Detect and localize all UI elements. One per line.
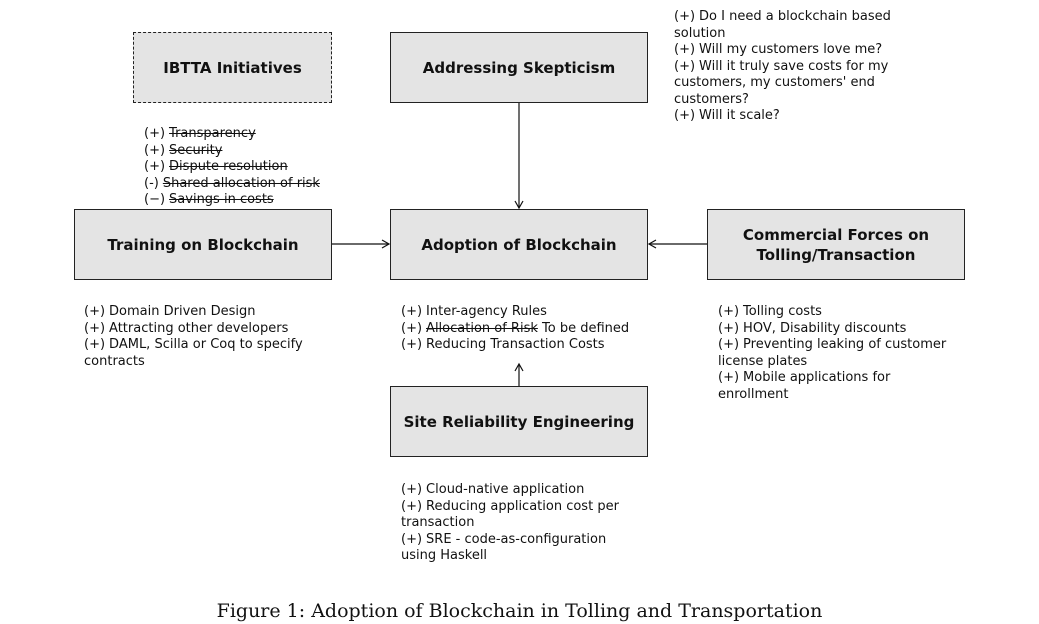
list-item: (+)Allocation of Risk To be defined <box>401 320 630 336</box>
ibtta-initiatives-box: IBTTA Initiatives <box>133 32 332 103</box>
list-item: (−)Savings in costs <box>144 192 274 207</box>
site-reliability-engineering-box: Site Reliability Engineering <box>390 386 648 457</box>
list-item: (+)Mobile applications for enrollment <box>718 370 891 402</box>
ibtta-notes: (+)Transparency (+)Security (+)Dispute r… <box>144 126 344 209</box>
list-item: (+)Inter-agency Rules <box>401 304 547 319</box>
list-item: (+)Security <box>144 142 223 158</box>
list-item: (-)Shared allocation of risk <box>144 175 320 191</box>
list-item: (+)Preventing leaking of customer licens… <box>718 337 947 369</box>
ibtta-initiatives-label: IBTTA Initiatives <box>163 58 302 77</box>
training-notes: (+)Domain Driven Design (+)Attracting ot… <box>84 304 324 370</box>
commercial-forces-label-line1: Commercial Forces on <box>742 225 930 244</box>
list-item: (+)Dispute resolution <box>144 159 288 174</box>
site-reliability-engineering-label: Site Reliability Engineering <box>403 412 635 431</box>
list-item: (+)Cloud-native application <box>401 482 585 497</box>
adoption-notes: (+)Inter-agency Rules (+)Allocation of R… <box>401 304 646 354</box>
addressing-skepticism-label: Addressing Skepticism <box>422 58 616 77</box>
list-item: (+)Transparency <box>144 126 256 141</box>
list-item: (+)Will it scale? <box>674 108 780 123</box>
figure-caption: Figure 1: Adoption of Blockchain in Toll… <box>216 600 823 622</box>
list-item: (+)Attracting other developers <box>84 320 289 336</box>
addressing-skepticism-box: Addressing Skepticism <box>390 32 648 103</box>
training-on-blockchain-box: Training on Blockchain <box>74 209 332 280</box>
training-on-blockchain-label: Training on Blockchain <box>107 235 299 254</box>
list-item: (+)Reducing application cost per transac… <box>401 498 619 531</box>
list-item: (+)Will my customers love me? <box>674 42 883 57</box>
list-item: (+)Will it truly save costs for my custo… <box>674 58 889 107</box>
sre-notes: (+)Cloud-native application (+)Reducing … <box>401 482 633 565</box>
list-item: (+)HOV, Disability discounts <box>718 320 907 336</box>
commercial-forces-box: Commercial Forces on Tolling/Transaction <box>707 209 965 280</box>
commercial-forces-label-line2: Tolling/Transaction <box>756 245 916 264</box>
list-item: (+)Domain Driven Design <box>84 304 256 319</box>
adoption-of-blockchain-label: Adoption of Blockchain <box>421 235 617 254</box>
list-item: (+)Do I need a blockchain based solution <box>674 9 891 41</box>
list-item: (+)Tolling costs <box>718 304 822 319</box>
list-item: (+)SRE - code-as-configuration using Has… <box>401 531 607 564</box>
list-item: (+)Reducing Transaction Costs <box>401 337 605 352</box>
commercial-notes: (+)Tolling costs (+)HOV, Disability disc… <box>718 304 956 403</box>
adoption-of-blockchain-box: Adoption of Blockchain <box>390 209 648 280</box>
skepticism-notes: (+)Do I need a blockchain based solution… <box>674 9 906 125</box>
list-item: (+)DAML, Scilla or Coq to specify contra… <box>84 337 303 369</box>
